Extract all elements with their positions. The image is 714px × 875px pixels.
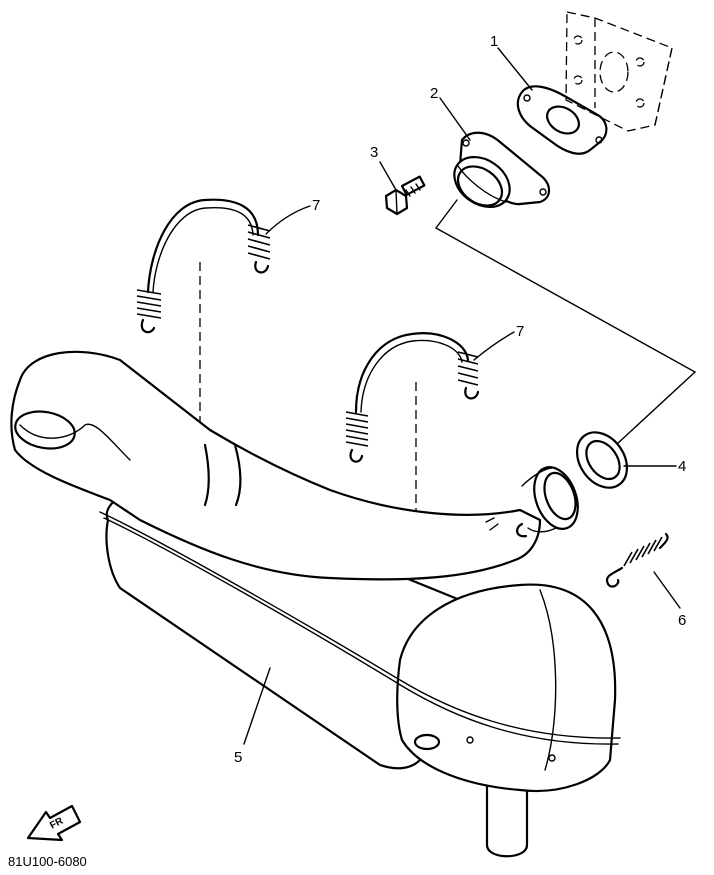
callout-labels: 1 2 3 4 5 6 7 7 (234, 33, 686, 766)
spring-middle (345, 332, 480, 463)
exhaust-joint (453, 131, 551, 209)
exhaust-ring-gasket (575, 431, 629, 489)
callout-7-upper: 7 (312, 197, 320, 214)
exhaust-gasket (516, 85, 608, 155)
figure-code: 81U100-6080 (8, 854, 87, 869)
spring-upper (136, 198, 271, 334)
exhaust-pipe-muffler (10, 350, 621, 858)
spring-small (605, 532, 669, 588)
callout-5: 5 (234, 749, 242, 766)
callout-1: 1 (490, 33, 498, 50)
engine-flange-block (565, 11, 673, 132)
leader-lines (243, 47, 681, 745)
callout-6: 6 (678, 612, 686, 629)
callout-4: 4 (678, 458, 686, 475)
front-direction-arrow: FR (26, 804, 82, 842)
callout-3: 3 (370, 144, 378, 161)
callout-2: 2 (430, 85, 438, 102)
callout-7-middle: 7 (516, 323, 524, 340)
